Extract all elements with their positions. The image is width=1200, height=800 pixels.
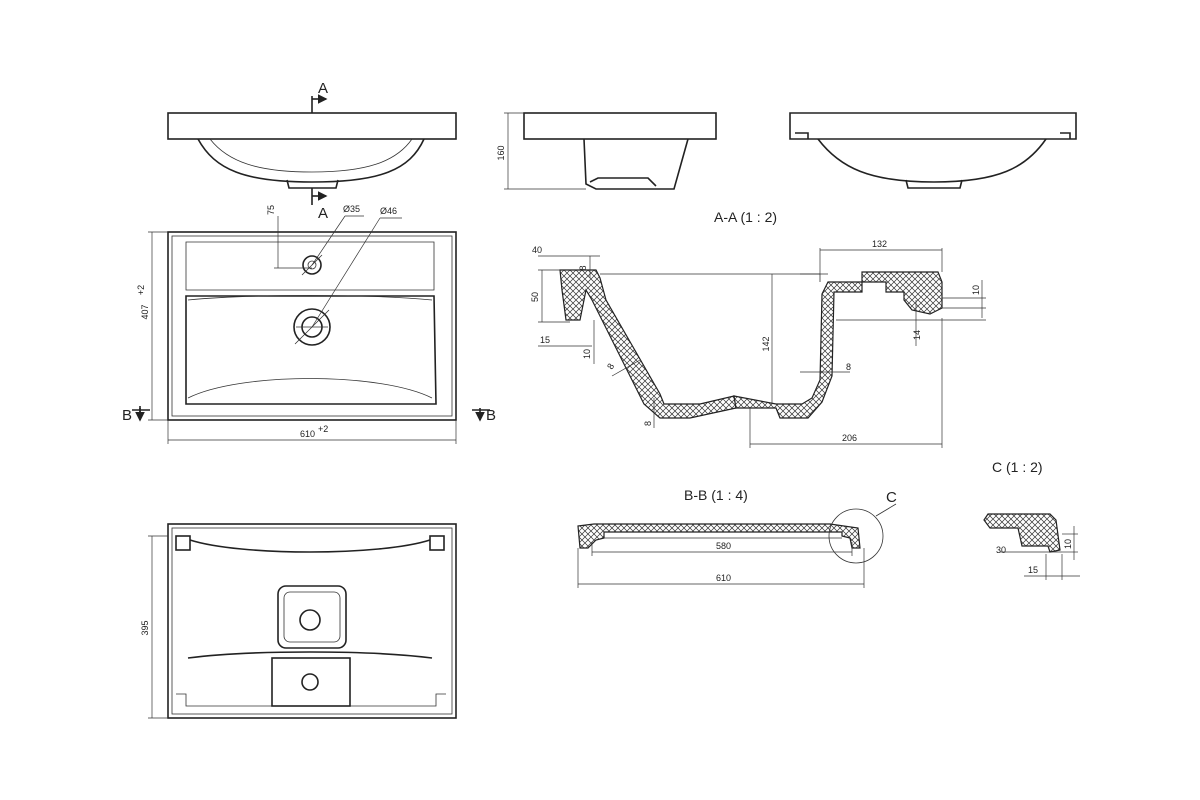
section-b-marker-right: B: [486, 407, 496, 424]
section-b-marker-left: B: [122, 407, 132, 424]
dim-depth-top-tol: +2: [136, 285, 146, 295]
dim-aa-bottom-thk: 8: [643, 421, 653, 426]
dim-bb-inner-width: 580: [716, 541, 731, 551]
dim-tap-offset: 75: [266, 205, 276, 215]
section-aa-title: A-A (1 : 2): [714, 209, 777, 225]
dim-width-top: 610: [300, 429, 315, 439]
dim-c-step: 15: [1028, 565, 1038, 575]
dim-aa-rim-width: 40: [532, 245, 542, 255]
dim-aa-inner-step: 15: [540, 335, 550, 345]
dim-aa-rim-thk: 8: [578, 265, 588, 270]
rear-view: [789, 112, 1077, 189]
dim-aa-rim-height: 50: [530, 292, 540, 302]
bottom-view: 395: [140, 523, 457, 719]
section-bb-title: B-B (1 : 4): [684, 487, 748, 503]
section-bb: B-B (1 : 4) C 580 610: [577, 487, 897, 588]
section-a-marker-top: A: [318, 80, 328, 97]
dim-aa-right-wall: 8: [846, 362, 851, 372]
side-view: 160: [496, 112, 717, 190]
dim-aa-depth: 142: [761, 336, 771, 351]
dim-c-lip-width: 30: [996, 545, 1006, 555]
dim-aa-lip: 10: [582, 349, 592, 359]
dim-depth-top: 407: [140, 304, 150, 319]
dim-width-top-tol: +2: [318, 424, 328, 434]
front-view: A A: [167, 80, 457, 222]
dim-bb-outer-width: 610: [716, 573, 731, 583]
dim-tap-hole: Ø35: [343, 204, 360, 214]
dim-drain-hole: Ø46: [380, 206, 397, 216]
detail-c-title: C (1 : 2): [992, 459, 1043, 475]
dim-aa-wall: 8: [605, 362, 616, 371]
detail-c-marker: C: [886, 489, 897, 506]
top-view: 75 Ø35 Ø46 407 +2 610 +2 B B: [122, 204, 496, 444]
section-a-marker-bottom: A: [318, 205, 328, 222]
dim-aa-back-step: 14: [912, 330, 922, 340]
detail-c: C (1 : 2) 30 10 15: [983, 459, 1080, 580]
dim-c-lip-height: 10: [1063, 539, 1073, 549]
dim-aa-half-width: 206: [842, 433, 857, 443]
dim-front-height: 160: [496, 145, 506, 160]
dim-aa-back-width: 132: [872, 239, 887, 249]
dim-bottom-depth: 395: [140, 620, 150, 635]
dim-aa-back-lip: 10: [971, 285, 981, 295]
section-aa: A-A (1 : 2) 40 8 50 15 10 8 8 142 8: [530, 209, 986, 448]
